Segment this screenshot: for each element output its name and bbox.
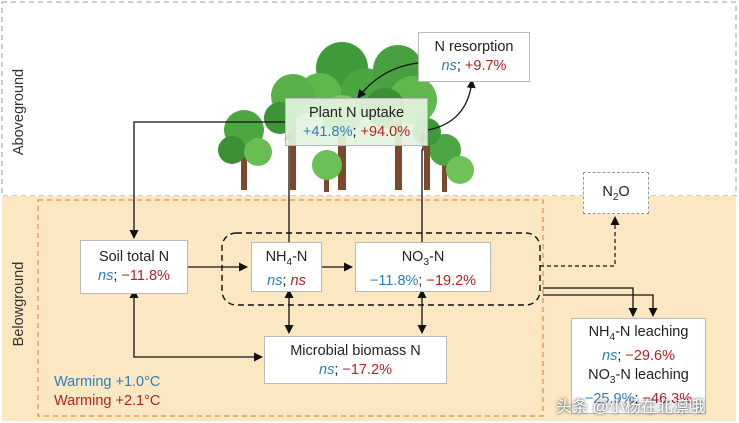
n-resorption-warming-high: +9.7% xyxy=(464,58,507,74)
soil-total-n-warming-high: −11.8% xyxy=(121,268,170,284)
microbial-biomass-n-warming-low: ns xyxy=(319,362,335,378)
no3-n-warming-high: −19.2% xyxy=(426,272,477,289)
belowground-label: Belowground xyxy=(11,261,27,347)
no3-n-warming-low: −11.8% xyxy=(369,272,419,289)
legend-warming-low: Warming +1.0°C xyxy=(54,374,161,390)
arrow-uptake-to-resorption xyxy=(427,79,476,131)
plant-n-uptake-warming-low: +41.8% xyxy=(302,124,353,140)
soil-process-frame xyxy=(37,199,544,417)
nh4-leaching-warming-high: −29.6% xyxy=(625,347,675,364)
soil-total-n-warming-low: ns xyxy=(98,268,114,284)
inorganic-n-group xyxy=(221,232,541,306)
nh4-n-warming-low: ns xyxy=(267,272,283,289)
n-resorption-title: N resorption xyxy=(434,39,514,55)
microbial-biomass-n-box: Microbial biomass N ns; −17.2% xyxy=(264,336,447,384)
arrow-resorption-to-uptake xyxy=(357,62,419,99)
nh4-n-title: NH4-N xyxy=(265,249,308,268)
aboveground-label: Aboveground xyxy=(11,68,27,156)
legend: Warming +1.0°C Warming +2.1°C xyxy=(54,373,160,411)
legend-warming-high: Warming +2.1°C xyxy=(54,393,161,409)
plant-n-uptake-warming-high: +94.0% xyxy=(360,124,411,140)
nh4-leaching-title: NH4-N leaching xyxy=(588,324,689,343)
no3-n-title: NO3-N xyxy=(401,249,445,268)
microbial-biomass-n-warming-high: −17.2% xyxy=(342,362,392,378)
n-resorption-box: N resorption ns; +9.7% xyxy=(418,32,530,82)
plant-n-uptake-title: Plant N uptake xyxy=(308,105,405,121)
nh4-n-box: NH4-N ns; ns xyxy=(251,242,322,292)
no3-leaching-warming-high: −46.3% xyxy=(642,390,693,407)
n2o-title: N2O xyxy=(602,184,630,203)
soil-total-n-box: Soil total N ns; −11.8% xyxy=(80,240,188,294)
arrow-to-nh4-leaching xyxy=(543,287,638,317)
watermark: 头条 @小杨在北凛哦 xyxy=(556,399,705,416)
microbial-biomass-n-title: Microbial biomass N xyxy=(290,343,421,359)
no3-n-box: NO3-N −11.8%; −19.2% xyxy=(355,242,491,292)
plant-n-uptake-box: Plant N uptake +41.8%; +94.0% xyxy=(285,98,428,146)
no3-leaching-warming-low: −25.9% xyxy=(584,390,635,407)
n-leaching-box: NH4-N leaching ns; −29.6% NO3-N leaching… xyxy=(571,318,706,414)
arrow-soil-microbial xyxy=(129,289,263,362)
arrow-to-n2o xyxy=(540,216,620,267)
n-resorption-warming-low: ns xyxy=(441,58,457,74)
soil-total-n-title: Soil total N xyxy=(98,249,170,265)
nh4-n-warming-high: ns xyxy=(290,272,306,289)
nh4-leaching-warming-low: ns xyxy=(602,347,618,364)
no3-leaching-title: NO3-N leaching xyxy=(588,366,689,386)
arrow-plant-to-soil xyxy=(129,121,285,239)
arrow-to-no3-leaching xyxy=(543,294,658,317)
n2o-box: N2O xyxy=(583,172,649,214)
